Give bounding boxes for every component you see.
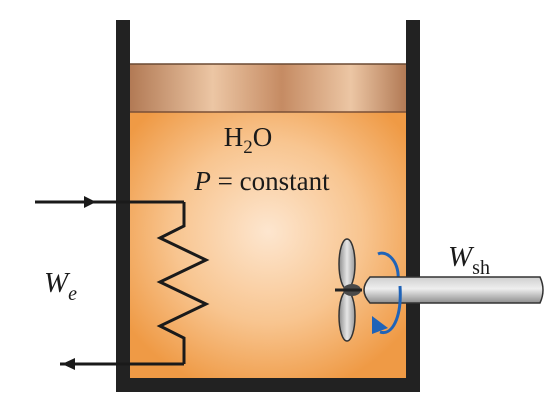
substance-label: H2O xyxy=(224,122,273,158)
shaft-work-label: Wsh xyxy=(448,241,490,279)
pressure-label: P = constant xyxy=(193,166,330,196)
paddle-blade-bottom xyxy=(338,290,356,342)
piston xyxy=(130,64,406,112)
rotation-arrow-head xyxy=(372,316,388,334)
paddle-blade-top xyxy=(338,238,356,290)
arrow-in xyxy=(84,196,96,208)
shaft xyxy=(363,276,544,304)
electrical-work-label: We xyxy=(44,267,77,305)
resistor xyxy=(156,202,210,364)
rotation-arrow-front xyxy=(379,285,402,335)
arrow-out xyxy=(62,358,75,370)
